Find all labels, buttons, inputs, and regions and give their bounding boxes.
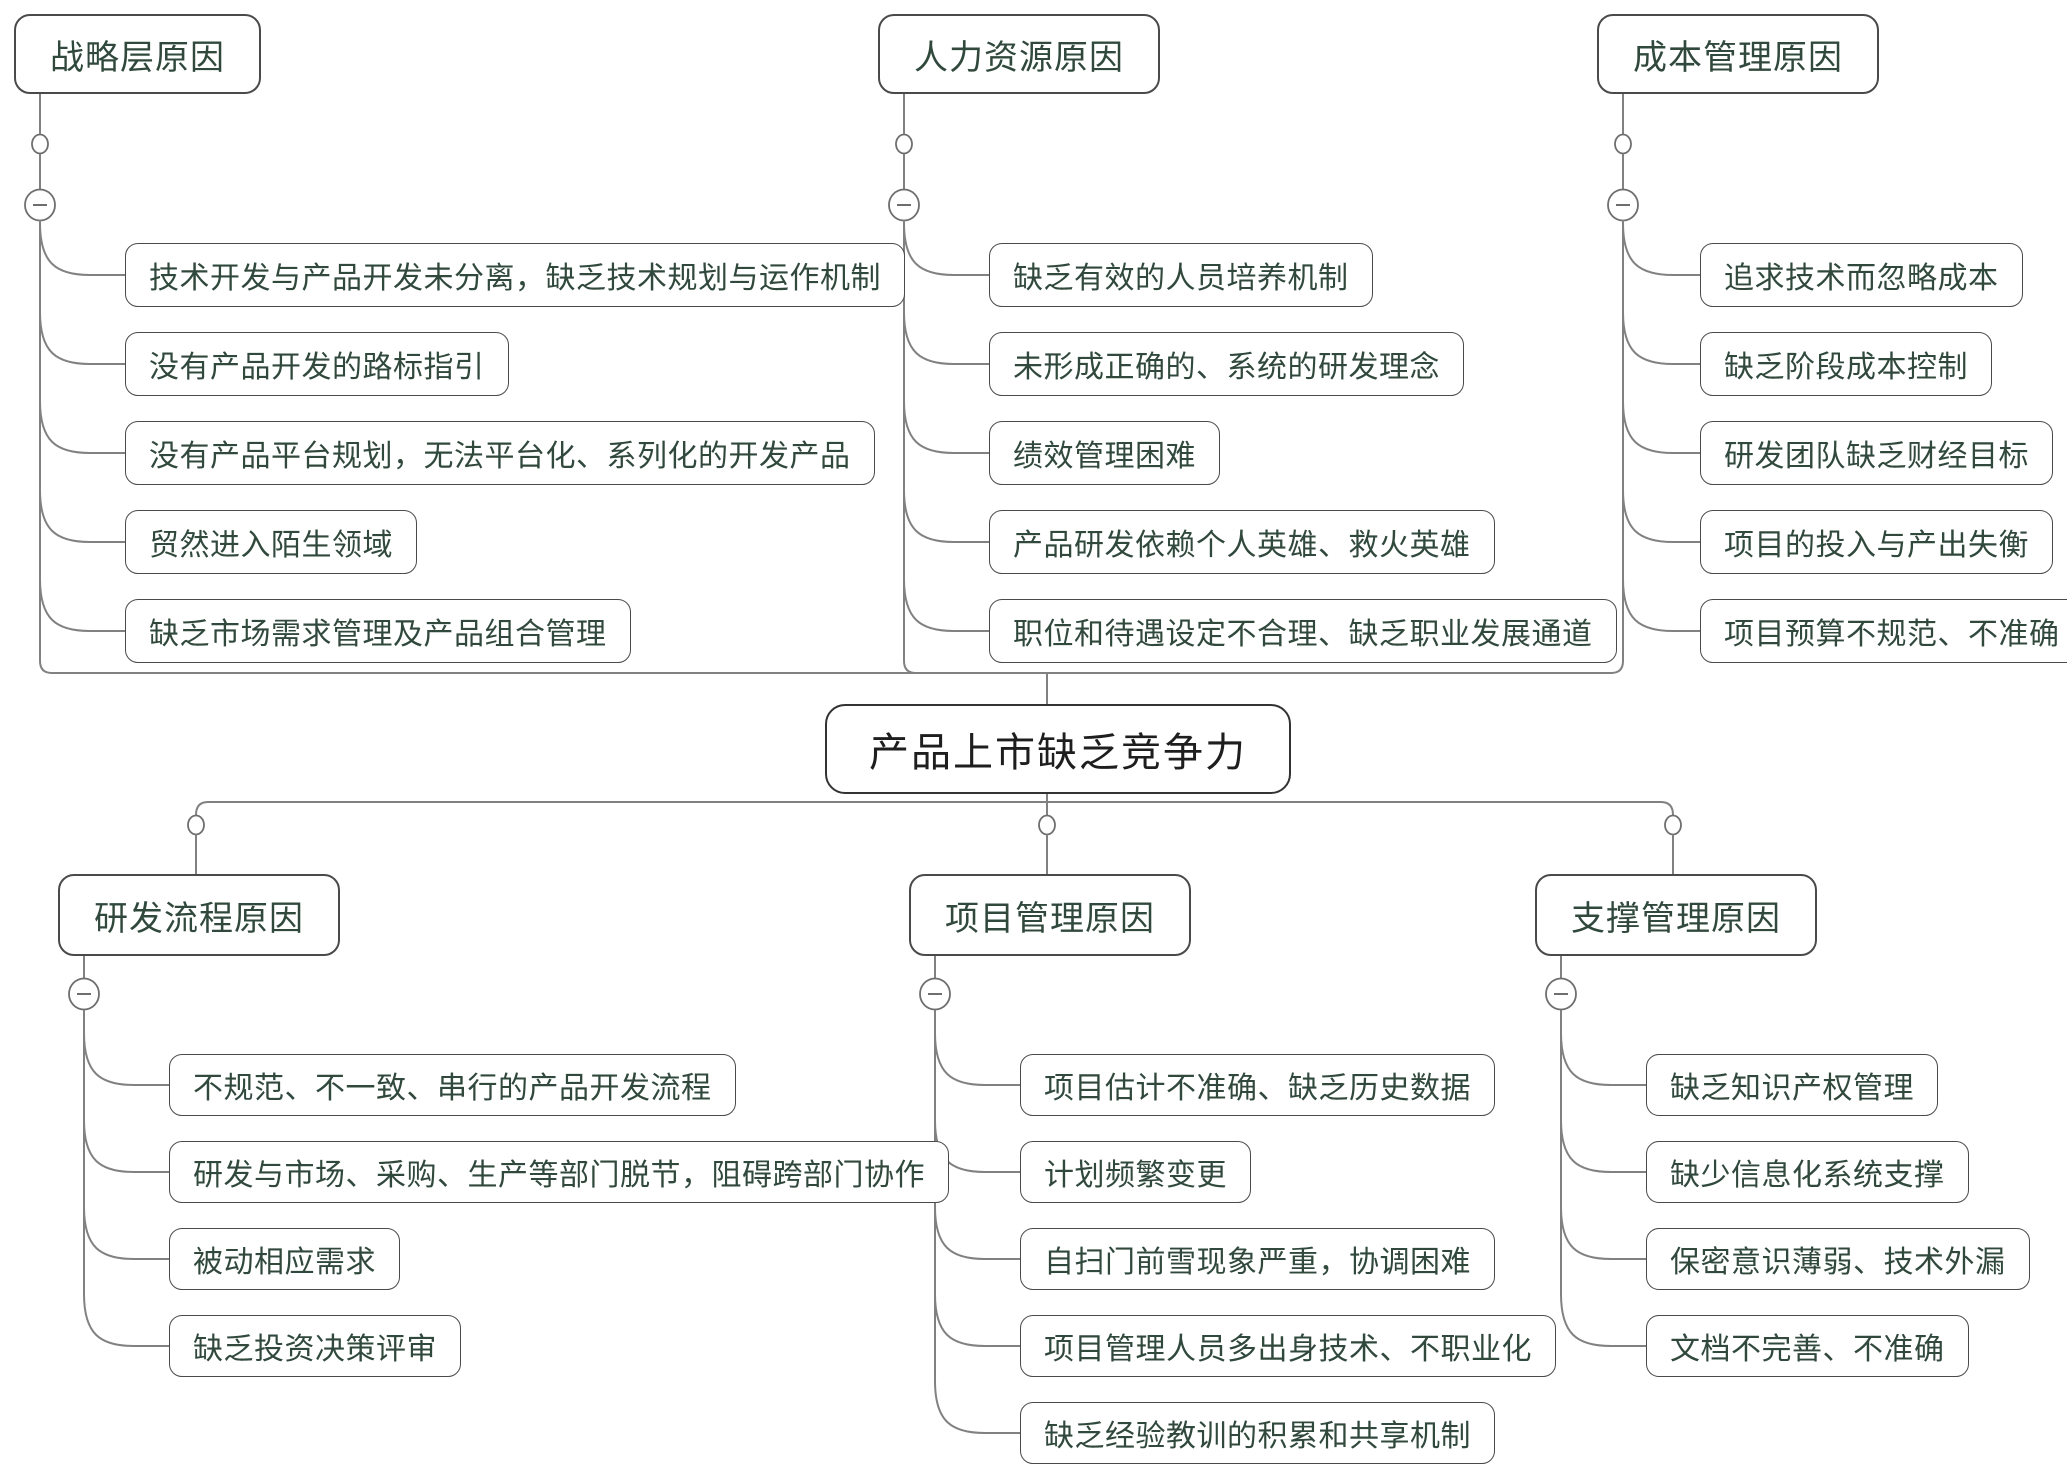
leaf-node[interactable]: 研发团队缺乏财经目标 xyxy=(1700,421,2053,485)
leaf-node[interactable]: 项目的投入与产出失衡 xyxy=(1700,510,2053,574)
connector-path xyxy=(1560,1206,1646,1260)
branch-node-cost[interactable]: 成本管理原因 xyxy=(1597,14,1879,94)
leaf-node[interactable]: 缺乏市场需求管理及产品组合管理 xyxy=(125,599,631,663)
leaf-node[interactable]: 绩效管理困难 xyxy=(989,421,1220,485)
connector-path xyxy=(1560,1119,1646,1173)
leaf-node[interactable]: 追求技术而忽略成本 xyxy=(1700,243,2023,307)
root-node[interactable]: 产品上市缺乏竞争力 xyxy=(825,704,1291,794)
leaf-node[interactable]: 产品研发依赖个人英雄、救火英雄 xyxy=(989,510,1495,574)
connector-path xyxy=(934,1380,1020,1434)
leaf-node[interactable]: 缺乏投资决策评审 xyxy=(169,1315,461,1377)
connector-path xyxy=(1660,801,1674,816)
connector-path xyxy=(1560,1293,1646,1347)
junction-dot-icon xyxy=(1664,814,1682,836)
connector-path xyxy=(39,489,125,543)
junction-dot-icon xyxy=(31,133,49,155)
leaf-node[interactable]: 项目管理人员多出身技术、不职业化 xyxy=(1020,1315,1556,1377)
connector-path xyxy=(1560,1032,1646,1086)
leaf-node[interactable]: 文档不完善、不准确 xyxy=(1646,1315,1969,1377)
leaf-node[interactable]: 不规范、不一致、串行的产品开发流程 xyxy=(169,1054,736,1116)
branch-node-strategy[interactable]: 战略层原因 xyxy=(14,14,261,94)
connector-path xyxy=(83,1293,169,1347)
connector-path xyxy=(934,1032,1020,1086)
connector-path xyxy=(903,400,989,454)
connector-path xyxy=(83,1032,169,1086)
leaf-node[interactable]: 被动相应需求 xyxy=(169,1228,400,1290)
connector-path xyxy=(39,578,125,632)
junction-dot-icon xyxy=(1038,814,1056,836)
leaf-node[interactable]: 没有产品开发的路标指引 xyxy=(125,332,509,396)
leaf-node[interactable]: 缺乏知识产权管理 xyxy=(1646,1054,1938,1116)
leaf-node[interactable]: 缺少信息化系统支撑 xyxy=(1646,1141,1969,1203)
connector-path xyxy=(195,801,209,816)
leaf-node[interactable]: 职位和待遇设定不合理、缺乏职业发展通道 xyxy=(989,599,1617,663)
connector-path xyxy=(934,1206,1020,1260)
connector-path xyxy=(1622,578,1700,632)
leaf-node[interactable]: 贸然进入陌生领域 xyxy=(125,510,417,574)
junction-dot-icon xyxy=(895,133,913,155)
leaf-node[interactable]: 项目预算不规范、不准确 xyxy=(1700,599,2067,663)
connector-path xyxy=(903,660,917,674)
leaf-node[interactable]: 研发与市场、采购、生产等部门脱节，阻碍跨部门协作 xyxy=(169,1141,949,1203)
leaf-node[interactable]: 技术开发与产品开发未分离，缺乏技术规划与运作机制 xyxy=(125,243,905,307)
collapse-toggle-icon[interactable] xyxy=(68,977,100,1011)
connector-path xyxy=(903,222,989,276)
collapse-toggle-icon[interactable] xyxy=(1545,977,1577,1011)
connector-path xyxy=(39,222,125,276)
branch-node-hr[interactable]: 人力资源原因 xyxy=(878,14,1160,94)
leaf-node[interactable]: 保密意识薄弱、技术外漏 xyxy=(1646,1228,2030,1290)
leaf-node[interactable]: 未形成正确的、系统的研发理念 xyxy=(989,332,1464,396)
junction-dot-icon xyxy=(187,814,205,836)
collapse-toggle-icon[interactable] xyxy=(919,977,951,1011)
collapse-toggle-icon[interactable] xyxy=(1607,188,1639,222)
connector-path xyxy=(39,400,125,454)
branch-node-support[interactable]: 支撑管理原因 xyxy=(1535,874,1817,956)
branch-node-process[interactable]: 研发流程原因 xyxy=(58,874,340,956)
branch-node-project[interactable]: 项目管理原因 xyxy=(909,874,1191,956)
leaf-node[interactable]: 缺乏经验教训的积累和共享机制 xyxy=(1020,1402,1495,1464)
connector-path xyxy=(934,1119,1020,1173)
collapse-toggle-icon[interactable] xyxy=(888,188,920,222)
connector-path xyxy=(1622,311,1700,365)
leaf-node[interactable]: 缺乏有效的人员培养机制 xyxy=(989,243,1373,307)
junction-dot-icon xyxy=(1614,133,1632,155)
connector-path xyxy=(903,489,989,543)
leaf-node[interactable]: 自扫门前雪现象严重，协调困难 xyxy=(1020,1228,1495,1290)
connector-path xyxy=(1622,400,1700,454)
connector-path xyxy=(39,660,53,674)
leaf-node[interactable]: 项目估计不准确、缺乏历史数据 xyxy=(1020,1054,1495,1116)
connector-path xyxy=(934,1293,1020,1347)
connector-path xyxy=(39,311,125,365)
connector-path xyxy=(83,1119,169,1173)
connector-path xyxy=(903,578,989,632)
leaf-node[interactable]: 缺乏阶段成本控制 xyxy=(1700,332,1992,396)
connector-path xyxy=(1622,222,1700,276)
leaf-node[interactable]: 计划频繁变更 xyxy=(1020,1141,1251,1203)
connector-path xyxy=(1610,660,1624,674)
connector-path xyxy=(83,1206,169,1260)
leaf-node[interactable]: 没有产品平台规划，无法平台化、系列化的开发产品 xyxy=(125,421,875,485)
connector-path xyxy=(903,311,989,365)
connector-path xyxy=(1622,489,1700,543)
collapse-toggle-icon[interactable] xyxy=(24,188,56,222)
